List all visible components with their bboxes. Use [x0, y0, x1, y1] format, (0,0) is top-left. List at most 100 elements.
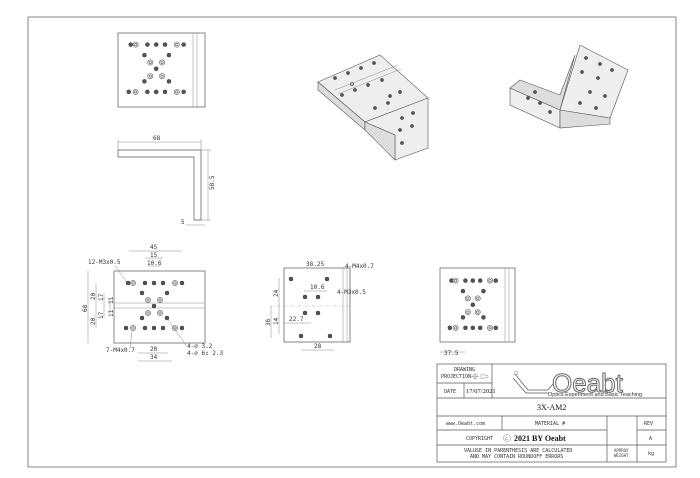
threaded-hole	[315, 310, 321, 316]
logo-tagline: Optics Experiment and Basic Teaching	[548, 392, 642, 398]
svg-text:c: c	[505, 437, 508, 442]
threaded-hole	[493, 278, 499, 283]
threaded-hole	[181, 89, 186, 95]
threaded-hole	[470, 302, 476, 307]
threaded-hole	[302, 310, 308, 316]
hole-inner	[476, 296, 480, 300]
dim-34: 34	[150, 354, 158, 361]
drawing-label: DRAWING	[454, 367, 475, 373]
threaded-hole	[610, 68, 614, 72]
dim-20-top: 20	[90, 292, 97, 300]
threaded-hole	[142, 79, 147, 84]
hole-inner	[466, 296, 470, 300]
threaded-hole	[327, 333, 333, 339]
threaded-hole	[533, 90, 537, 94]
website[interactable]: www.Oeabt.com	[446, 421, 485, 427]
weight-unit: kg	[648, 451, 654, 457]
logo-text: Oeabt	[552, 368, 624, 398]
material-label: MATERIAL #	[535, 421, 565, 427]
rear-view: 37.5	[439, 267, 516, 357]
dim-36: 36	[265, 318, 272, 326]
threaded-hole	[346, 71, 350, 75]
threaded-hole	[493, 325, 499, 331]
dim-37-5: 37.5	[444, 350, 459, 357]
hole-inner	[146, 298, 150, 302]
dim-10-6-side: 10.6	[310, 284, 325, 291]
threaded-hole	[584, 56, 588, 60]
rev-label: REV	[644, 421, 653, 427]
threaded-hole	[460, 315, 466, 320]
threaded-hole	[151, 280, 157, 286]
threaded-hole	[481, 288, 486, 294]
dim-11-top: 11	[108, 296, 115, 304]
title-block: DRAWING PROJECTION DATE 17/07/2021 Oeabt…	[436, 363, 667, 463]
threaded-hole	[410, 124, 414, 128]
dim-10-6: 10.6	[147, 260, 162, 267]
front-view: 45 15 10.6 12-M3x0.5 68 20 20 17 17 11 1…	[82, 244, 224, 362]
threaded-hole	[151, 325, 157, 331]
threaded-hole	[538, 101, 542, 105]
threaded-hole	[164, 290, 170, 296]
hole-inner	[488, 326, 492, 330]
date-value: 17/07/2021	[466, 388, 496, 395]
threaded-hole	[160, 280, 166, 286]
hole-inner	[175, 90, 179, 94]
threaded-hole	[400, 116, 404, 120]
threaded-hole	[142, 280, 148, 286]
threaded-hole	[477, 278, 483, 283]
hole-inner	[158, 311, 162, 315]
hole-inner	[134, 43, 138, 47]
side-view: 38.25 10.6 4-M4x0.7 4-M3x0.5 24 36 14 22…	[265, 261, 374, 351]
dim-28: 28	[314, 343, 322, 350]
threaded-hole	[315, 294, 321, 300]
sheet-border	[27, 16, 677, 468]
threaded-hole	[380, 78, 384, 82]
dim-17-top: 17	[98, 293, 105, 301]
threaded-hole	[126, 89, 132, 95]
threaded-hole	[142, 325, 148, 331]
threaded-hole	[153, 89, 159, 95]
threaded-hole	[548, 110, 552, 114]
dim-22-7: 22.7	[289, 316, 304, 323]
threaded-hole	[470, 278, 476, 283]
copyright-text: 2021 BY Oeabt	[514, 434, 566, 443]
hole-inner	[160, 74, 164, 78]
hole-inner	[160, 60, 164, 64]
threaded-hole	[526, 96, 530, 100]
threaded-hole	[594, 106, 598, 110]
hole-inner	[488, 279, 492, 283]
note-m4-front: 7-M4x0.7	[106, 347, 135, 354]
note-m3-front: 12-M3x0.5	[88, 259, 121, 266]
threaded-hole	[139, 315, 145, 321]
threaded-hole	[388, 94, 392, 98]
threaded-hole	[359, 66, 363, 70]
hole-inner	[350, 82, 354, 86]
threaded-hole	[333, 76, 337, 80]
hole-inner	[454, 279, 458, 283]
threaded-hole	[340, 93, 344, 97]
threaded-hole	[463, 278, 468, 283]
approx-label: APPROX	[614, 448, 629, 453]
rev-value: A	[649, 436, 652, 442]
hole-inner	[134, 90, 138, 94]
threaded-hole	[162, 89, 168, 95]
threaded-hole	[598, 62, 602, 66]
hole-inner	[148, 74, 152, 78]
threaded-hole	[139, 290, 145, 296]
hole-inner	[476, 310, 480, 314]
threaded-hole	[366, 83, 370, 87]
threaded-hole	[181, 42, 186, 47]
threaded-hole	[162, 42, 168, 47]
hole-inner	[158, 298, 162, 302]
threaded-hole	[578, 101, 582, 105]
threaded-hole	[288, 276, 294, 282]
threaded-hole	[123, 325, 129, 331]
dim-11-bottom: 11	[108, 309, 115, 317]
threaded-hole	[588, 90, 592, 94]
hole-inner	[131, 281, 135, 285]
threaded-hole	[373, 106, 377, 110]
threaded-hole	[470, 325, 476, 331]
threaded-hole	[580, 70, 584, 74]
threaded-hole	[398, 90, 402, 94]
projection-symbol-icon	[471, 373, 489, 380]
